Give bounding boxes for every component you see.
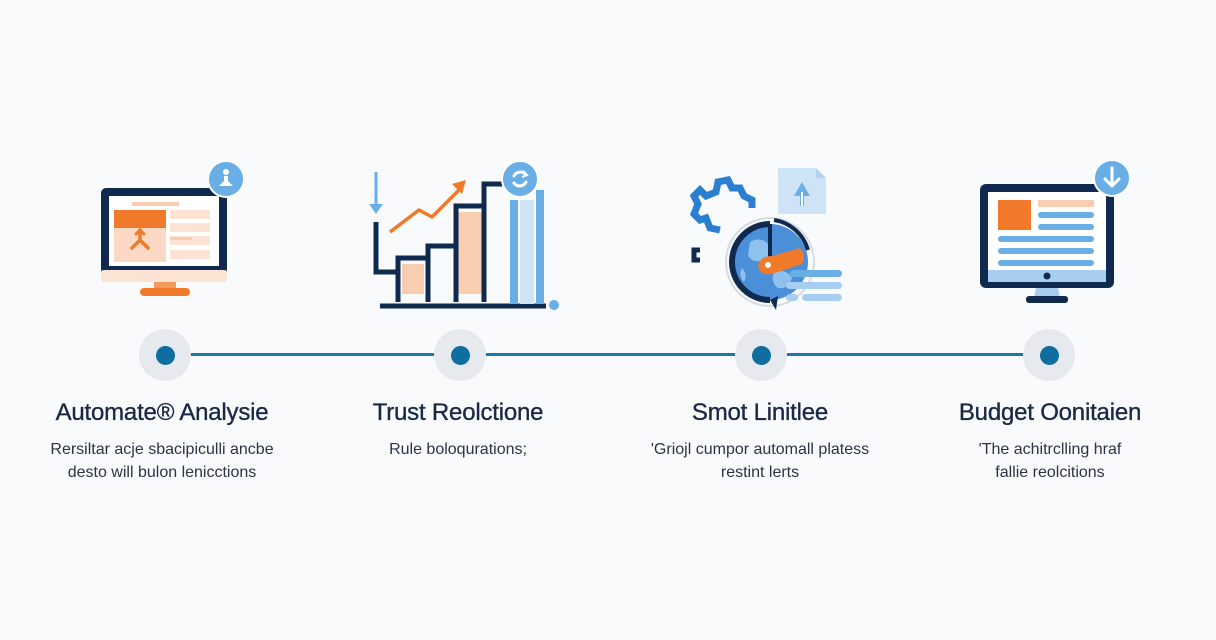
step-1: Automate® Analysie Rersiltar acje sbacip… [12,396,312,484]
upload-document-icon [778,166,779,167]
description-line: Rersiltar acje sbacipiculli ancbe [50,441,274,458]
monitor-dashboard-icon [96,160,248,302]
bar-chart-growth-icon [364,160,564,316]
download-icon [1092,158,1132,198]
node-dot [751,345,771,365]
step-description: 'The achitrclling hraf fallie reolcition… [900,438,1200,484]
user-profile-icon [207,160,245,198]
timeline-node-2[interactable] [434,329,486,381]
step-title: Smot Linitlee [691,399,829,426]
timeline-node-1[interactable] [139,329,191,381]
step-title: Budget Oonitaien [958,399,1142,426]
description-line: desto will bulon lenicctions [67,464,257,481]
description-line: restint lerts [720,464,800,481]
refresh-icon [500,159,540,199]
description-line: Rule boloqurations; [389,441,527,458]
timeline-connector [170,353,1048,356]
step-description: Rule boloqurations; [308,438,608,461]
step-2: Trust Reolctione Rule boloqurations; [308,396,608,461]
timeline-node-3[interactable] [735,329,787,381]
step-title: Automate® Analysie [55,399,269,426]
timeline-node-4[interactable] [1023,329,1075,381]
node-dot [155,345,175,365]
node-dot [450,345,470,365]
step-description: Rersiltar acje sbacipiculli ancbe desto … [12,438,312,484]
step-3: Smot Linitlee 'Griojl cumpor automall pl… [610,396,910,484]
step-4: Budget Oonitaien 'The achitrclling hraf … [900,396,1200,484]
description-line: 'The achitrclling hraf [978,441,1122,458]
monitor-document-icon [978,160,1118,306]
step-title: Trust Reolctione [372,399,544,426]
node-dot [1039,345,1059,365]
description-line: 'Griojl cumpor automall platess [650,441,870,458]
description-line: fallie reolcitions [995,464,1105,481]
step-description: 'Griojl cumpor automall platess restint … [610,438,910,484]
gear-globe-icon [690,164,850,310]
